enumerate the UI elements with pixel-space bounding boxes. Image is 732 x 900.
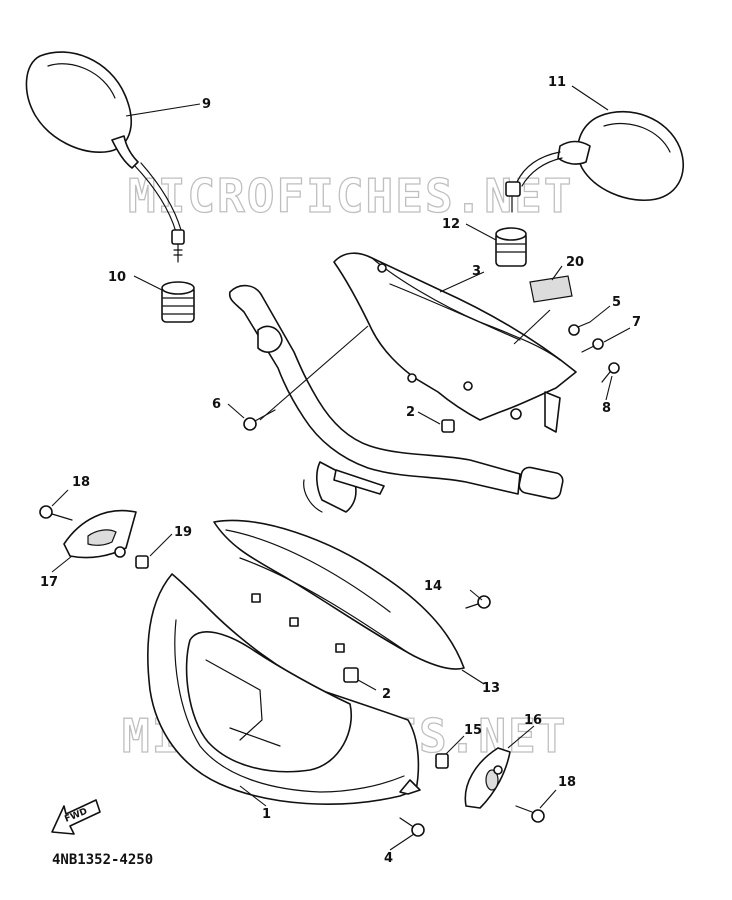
callout-11: 11 — [548, 75, 566, 90]
callout-12: 12 — [442, 217, 460, 232]
part-19-clip — [135, 555, 149, 569]
part-2-nut-lower — [343, 667, 359, 683]
part-4-screw — [399, 817, 425, 837]
callouts: 9 10 11 12 20 3 5 7 8 6 2 18 17 19 14 13… — [40, 75, 641, 866]
part-2-nut-upper — [441, 419, 455, 433]
part-13-front-cover — [213, 519, 465, 670]
callout-18-left: 18 — [72, 475, 90, 490]
part-6-screw — [243, 409, 276, 431]
callout-9: 9 — [202, 97, 211, 112]
part-18-screw-right — [515, 805, 545, 823]
part-1-headlight-cover — [147, 573, 421, 805]
callout-6: 6 — [212, 397, 221, 412]
callout-7: 7 — [632, 315, 641, 330]
part-17-bracket — [63, 509, 137, 559]
watermark-top: MICROFICHES.NET — [128, 169, 573, 223]
callout-18-right: 18 — [558, 775, 576, 790]
part-10-rubber — [161, 281, 195, 323]
callout-4: 4 — [384, 851, 393, 866]
callout-8: 8 — [602, 401, 611, 416]
fwd-arrow-icon: FWD — [51, 799, 101, 835]
callout-2-lower: 2 — [382, 687, 391, 702]
part-11-right-mirror — [505, 110, 685, 213]
callout-1: 1 — [262, 807, 271, 822]
part-5-screw — [568, 321, 591, 336]
diagram-code: 4NB1352-4250 — [52, 852, 153, 868]
part-7-screw — [581, 338, 604, 353]
part-12-rubber — [495, 227, 527, 267]
handlebar — [228, 284, 564, 513]
callout-20: 20 — [566, 255, 584, 270]
callout-16: 16 — [524, 713, 542, 728]
leader-lines — [51, 85, 631, 851]
part-14-screw — [465, 595, 491, 609]
callout-5: 5 — [612, 295, 621, 310]
callout-17: 17 — [40, 575, 58, 590]
callout-14: 14 — [424, 579, 442, 594]
callout-2-upper: 2 — [406, 405, 415, 420]
part-15-clip — [435, 753, 449, 769]
part-9-left-mirror — [25, 51, 185, 263]
part-20-label — [529, 275, 573, 303]
callout-19: 19 — [174, 525, 192, 540]
callout-13: 13 — [482, 681, 500, 696]
callout-10: 10 — [108, 270, 126, 285]
part-3-handlebar-cover — [333, 252, 577, 433]
part-16-bracket — [464, 747, 511, 809]
part-8-screw — [601, 362, 620, 383]
part-18-screw-left — [39, 505, 73, 521]
callout-3: 3 — [472, 264, 481, 279]
callout-15: 15 — [464, 723, 482, 738]
